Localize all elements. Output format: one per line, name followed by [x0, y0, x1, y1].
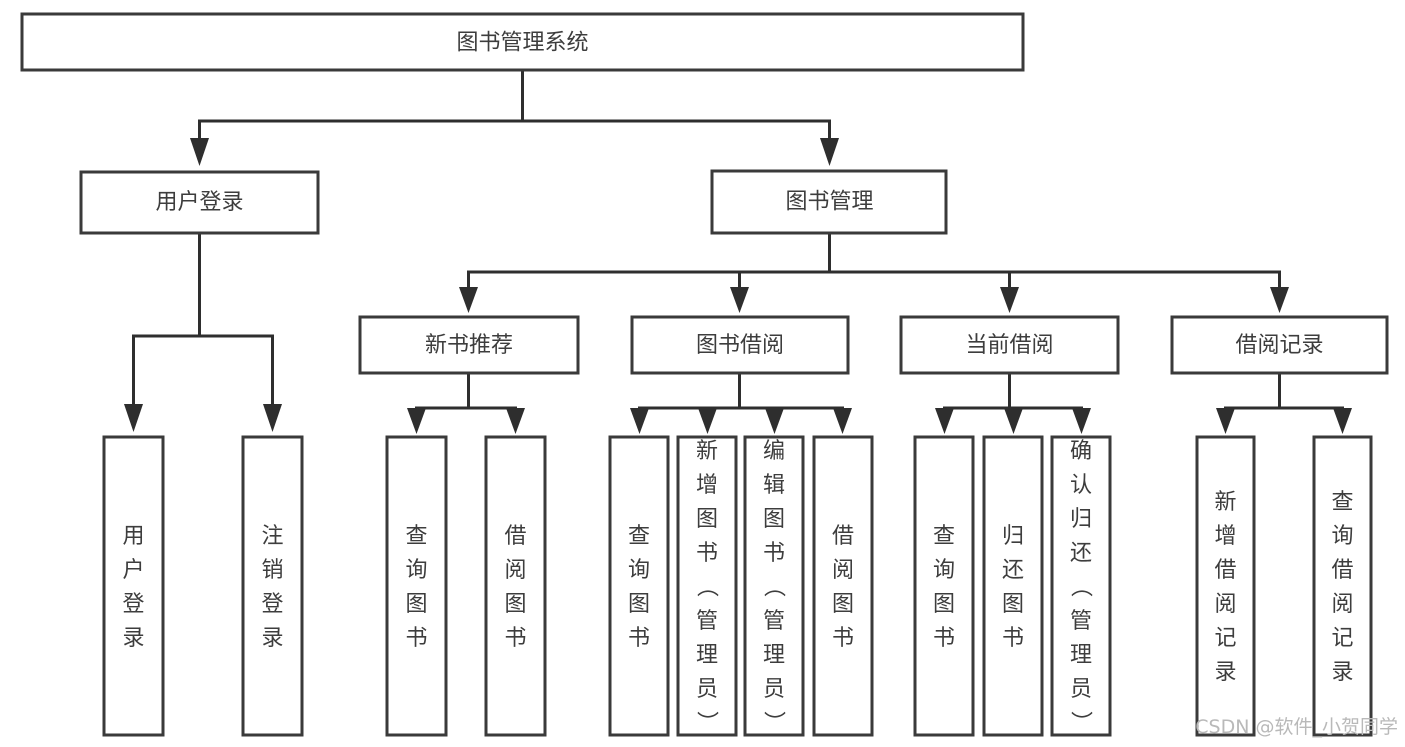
- node-book-manage-label: 图书管理: [785, 190, 873, 215]
- node-book-manage-box[interactable]: [710, 169, 948, 235]
- leaf-query-record-box[interactable]: [1312, 435, 1373, 737]
- arrow-head-leaf-confirm-return: [1072, 408, 1091, 434]
- arrow-head-borrow-record: [1270, 287, 1289, 313]
- leaf-query-book-2[interactable]: 查询图书: [608, 435, 670, 737]
- arrow-head-leaf-borrow-book-1: [506, 408, 525, 434]
- leaf-add-book-box[interactable]: [676, 435, 738, 737]
- leaf-user-login[interactable]: 用户登录: [102, 435, 165, 737]
- leaf-query-record-label: 查询借阅记录: [1331, 490, 1353, 685]
- leaf-borrow-book-2-box[interactable]: [812, 435, 874, 737]
- leaf-logout-label: 注销登录: [261, 524, 283, 651]
- leaf-borrow-book-1[interactable]: 借阅图书: [484, 435, 547, 737]
- node-root[interactable]: 图书管理系统: [20, 12, 1025, 72]
- leaf-user-login-box[interactable]: [102, 435, 165, 737]
- node-current-borrow-box[interactable]: [899, 315, 1120, 375]
- node-user-login-label: 用户登录: [155, 190, 243, 215]
- arrow-head-current-borrow: [1000, 287, 1019, 313]
- arrow-head-leaf-user-login: [124, 404, 143, 432]
- arrow-head-leaf-add-record: [1216, 408, 1235, 434]
- leaf-borrow-book-1-label: 借阅图书: [504, 524, 526, 651]
- leaf-query-book-1[interactable]: 查询图书: [385, 435, 448, 737]
- leaf-return-book-box[interactable]: [982, 435, 1044, 737]
- arrow-head-leaf-query-book-2: [630, 408, 649, 434]
- node-user-login-box[interactable]: [79, 170, 320, 235]
- leaf-query-book-1-box[interactable]: [385, 435, 448, 737]
- node-current-borrow[interactable]: 当前借阅: [899, 315, 1120, 375]
- leaf-query-book-3[interactable]: 查询图书: [913, 435, 975, 737]
- leaf-borrow-book-1-box[interactable]: [484, 435, 547, 737]
- node-book-borrow-box[interactable]: [630, 315, 850, 375]
- node-borrow-record-label: 借阅记录: [1235, 333, 1323, 358]
- arrow-head-leaf-borrow-book-2: [833, 408, 852, 434]
- leaf-query-book-2-label: 查询图书: [628, 524, 650, 651]
- node-new-book-rec-label: 新书推荐: [425, 333, 513, 358]
- arrow-head-new-book-rec: [459, 287, 478, 313]
- node-root-label: 图书管理系统: [456, 31, 588, 56]
- leaf-confirm-return[interactable]: 确认归还（管理员）: [1050, 435, 1112, 737]
- leaf-query-book-3-box[interactable]: [913, 435, 975, 737]
- leaf-return-book-label: 归还图书: [1002, 524, 1024, 651]
- node-new-book-rec-box[interactable]: [358, 315, 580, 375]
- node-book-manage[interactable]: 图书管理: [710, 169, 948, 235]
- leaf-return-book[interactable]: 归还图书: [982, 435, 1044, 737]
- leaf-query-book-3-label: 查询图书: [933, 524, 955, 651]
- leaf-borrow-book-2-label: 借阅图书: [832, 524, 854, 651]
- leaf-confirm-return-label: 确认归还（管理员）: [1070, 439, 1093, 736]
- leaf-layer: 用户登录 注销登录 查询图书 借阅图书 查询图书 新增图书（管理员） 编辑图书（管理员） 借阅…: [102, 435, 1373, 737]
- connector-layer: [124, 68, 1352, 434]
- arrow-head-book-borrow: [730, 287, 749, 313]
- leaf-edit-book-box[interactable]: [743, 435, 805, 737]
- arrow-head-leaf-logout: [263, 404, 282, 432]
- arrow-head-book-manage: [820, 138, 839, 166]
- leaf-query-record[interactable]: 查询借阅记录: [1312, 435, 1373, 737]
- leaf-confirm-return-box[interactable]: [1050, 435, 1112, 737]
- node-user-login[interactable]: 用户登录: [79, 170, 320, 235]
- node-new-book-rec[interactable]: 新书推荐: [358, 315, 580, 375]
- leaf-borrow-book-2[interactable]: 借阅图书: [812, 435, 874, 737]
- node-book-borrow-label: 图书借阅: [696, 333, 784, 358]
- leaf-query-book-1-label: 查询图书: [405, 524, 427, 651]
- leaf-add-book-label: 新增图书（管理员）: [696, 439, 719, 736]
- arrow-head-leaf-query-book-3: [935, 408, 954, 434]
- arrow-head-leaf-query-record: [1333, 408, 1352, 434]
- csdn-watermark: CSDN @软件_小贺同学: [1195, 716, 1398, 738]
- node-borrow-record-box[interactable]: [1170, 315, 1389, 375]
- node-book-borrow[interactable]: 图书借阅: [630, 315, 850, 375]
- arrow-head-leaf-add-book: [698, 408, 717, 434]
- leaf-edit-book[interactable]: 编辑图书（管理员）: [743, 435, 805, 737]
- node-current-borrow-label: 当前借阅: [965, 333, 1053, 358]
- leaf-add-book[interactable]: 新增图书（管理员）: [676, 435, 738, 737]
- arrow-head-leaf-query-book-1: [407, 408, 426, 434]
- leaf-user-login-label: 用户登录: [122, 524, 144, 651]
- leaf-add-record[interactable]: 新增借阅记录: [1195, 435, 1256, 737]
- leaf-query-book-2-box[interactable]: [608, 435, 670, 737]
- leaf-edit-book-label: 编辑图书（管理员）: [763, 439, 786, 736]
- node-root-box[interactable]: [20, 12, 1025, 72]
- leaf-add-record-box[interactable]: [1195, 435, 1256, 737]
- arrow-head-user-login: [190, 138, 209, 166]
- leaf-add-record-label: 新增借阅记录: [1214, 490, 1236, 685]
- leaf-logout-box[interactable]: [241, 435, 304, 737]
- node-borrow-record[interactable]: 借阅记录: [1170, 315, 1389, 375]
- arrow-head-leaf-edit-book: [765, 408, 784, 434]
- arrow-head-leaf-return-book: [1004, 408, 1023, 434]
- leaf-logout[interactable]: 注销登录: [241, 435, 304, 737]
